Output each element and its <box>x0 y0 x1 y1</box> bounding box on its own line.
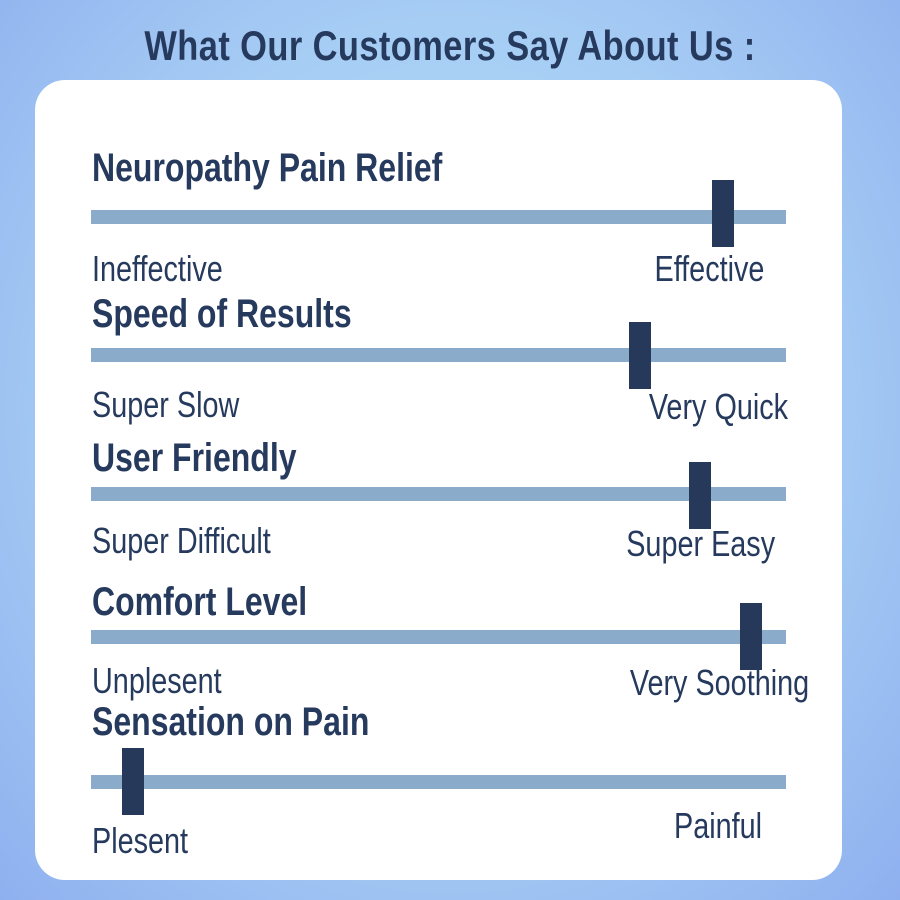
rating-heading: Neuropathy Pain Relief <box>92 146 443 190</box>
rating-track[interactable] <box>91 348 786 362</box>
rating-heading: User Friendly <box>92 436 297 480</box>
max-label: Effective <box>654 248 764 289</box>
rating-handle[interactable] <box>121 748 144 815</box>
rating-track[interactable] <box>91 775 786 789</box>
min-label: Super Difficult <box>92 520 271 561</box>
min-label: Plesent <box>92 820 189 861</box>
rating-track[interactable] <box>91 630 786 644</box>
page-title: What Our Customers Say About Us : <box>144 22 756 69</box>
rating-handle[interactable] <box>712 180 735 247</box>
max-label: Very Soothing <box>629 662 809 703</box>
rating-handle[interactable] <box>629 322 652 389</box>
rating-heading: Sensation on Pain <box>92 700 370 744</box>
max-label: Painful <box>673 805 762 846</box>
rating-track[interactable] <box>91 210 786 224</box>
max-label: Super Easy <box>626 523 775 564</box>
rating-track[interactable] <box>91 487 786 501</box>
max-label: Very Quick <box>648 386 788 427</box>
min-label: Super Slow <box>92 384 240 425</box>
rating-handle[interactable] <box>688 462 711 529</box>
min-label: Ineffective <box>92 248 223 289</box>
rating-heading: Speed of Results <box>92 292 352 336</box>
rating-handle[interactable] <box>740 603 763 670</box>
min-label: Unplesent <box>92 660 222 701</box>
rating-heading: Comfort Level <box>92 580 308 624</box>
